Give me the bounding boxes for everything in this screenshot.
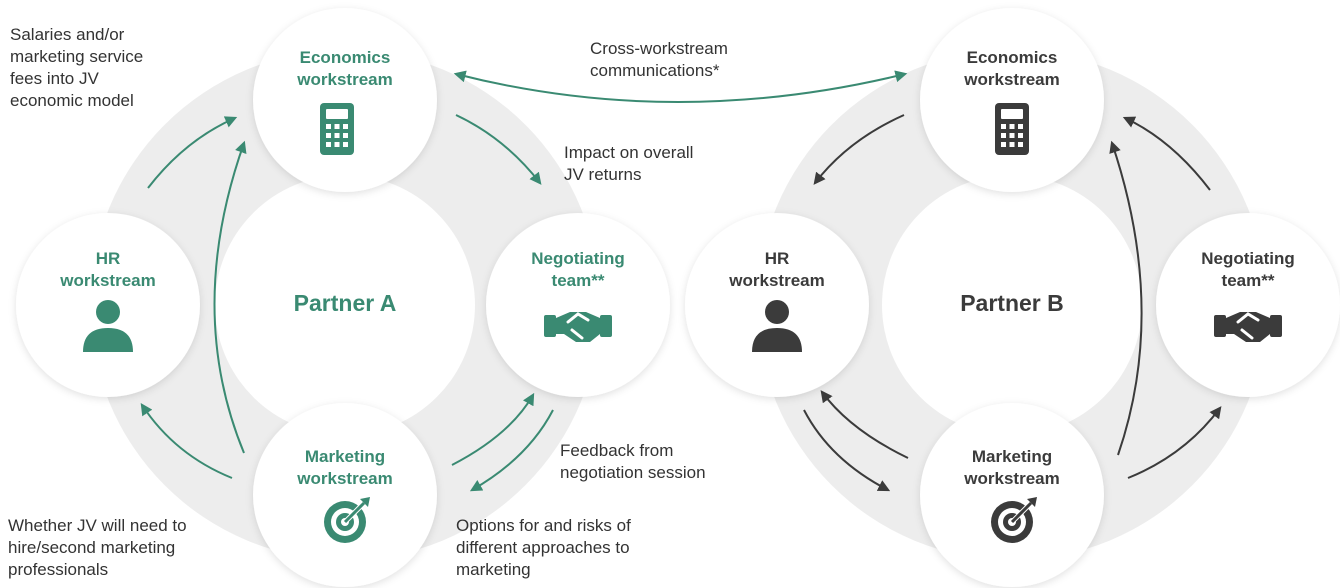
node-a-economics-title: Economics workstream — [297, 48, 393, 89]
arrow-cross-workstream — [453, 70, 908, 103]
annotation-impact: Impact on overall JV returns — [564, 143, 694, 184]
arrow-b-marketing-to-hr — [820, 390, 909, 459]
node-b-negotiating-title: Negotiating team** — [1201, 249, 1295, 290]
arrow-hr-to-economics — [147, 116, 238, 189]
arrow-economics-to-negotiating — [455, 114, 542, 185]
partner-b-ring — [757, 50, 1267, 560]
person-icon — [83, 300, 133, 352]
arrow-b-negotiating-to-economics — [1122, 116, 1211, 191]
node-b-marketing — [920, 403, 1104, 587]
node-a-economics — [253, 8, 437, 192]
target-icon — [991, 497, 1037, 543]
person-icon — [752, 300, 802, 352]
annotation-cross-workstream: Cross-workstream communications* — [590, 39, 728, 80]
node-a-marketing-title: Marketing workstream — [297, 447, 393, 488]
node-a-negotiating-title: Negotiating team** — [531, 249, 625, 290]
annotation-whether: Whether JV will need to hire/second mark… — [8, 516, 187, 579]
arrow-marketing-to-economics — [213, 140, 247, 454]
partner-a-title: Partner A — [293, 290, 397, 316]
node-a-hr-title: HR workstream — [60, 249, 156, 290]
node-b-negotiating — [1156, 213, 1340, 397]
handshake-icon — [1214, 312, 1282, 342]
annotation-feedback: Feedback from negotiation session — [560, 441, 706, 482]
node-b-economics-title: Economics workstream — [964, 48, 1060, 89]
arrow-b-hr-to-marketing — [803, 409, 891, 492]
arrow-b-marketing-to-negotiating — [1127, 406, 1222, 479]
arrow-b-economics-to-hr — [813, 114, 905, 185]
calculator-icon — [995, 103, 1029, 155]
partner-b-arrows — [803, 114, 1222, 492]
arrow-negotiating-to-marketing — [469, 409, 554, 492]
arrow-marketing-to-hr — [140, 402, 233, 479]
arrow-marketing-to-negotiating — [451, 392, 535, 466]
arrow-b-marketing-to-economics — [1109, 140, 1143, 456]
handshake-icon — [544, 312, 612, 342]
partner-a-arrows — [140, 114, 554, 492]
annotation-options: Options for and risks of different appro… — [456, 516, 631, 579]
partner-b-title: Partner B — [960, 290, 1064, 316]
node-b-marketing-title: Marketing workstream — [964, 447, 1060, 488]
node-b-economics — [920, 8, 1104, 192]
node-a-marketing — [253, 403, 437, 587]
annotation-salaries: Salaries and/or marketing service fees i… — [10, 25, 144, 110]
partner-a-ring — [90, 50, 600, 560]
node-a-negotiating — [486, 213, 670, 397]
calculator-icon — [320, 103, 354, 155]
target-icon — [324, 497, 370, 543]
node-b-hr-title: HR workstream — [729, 249, 825, 290]
